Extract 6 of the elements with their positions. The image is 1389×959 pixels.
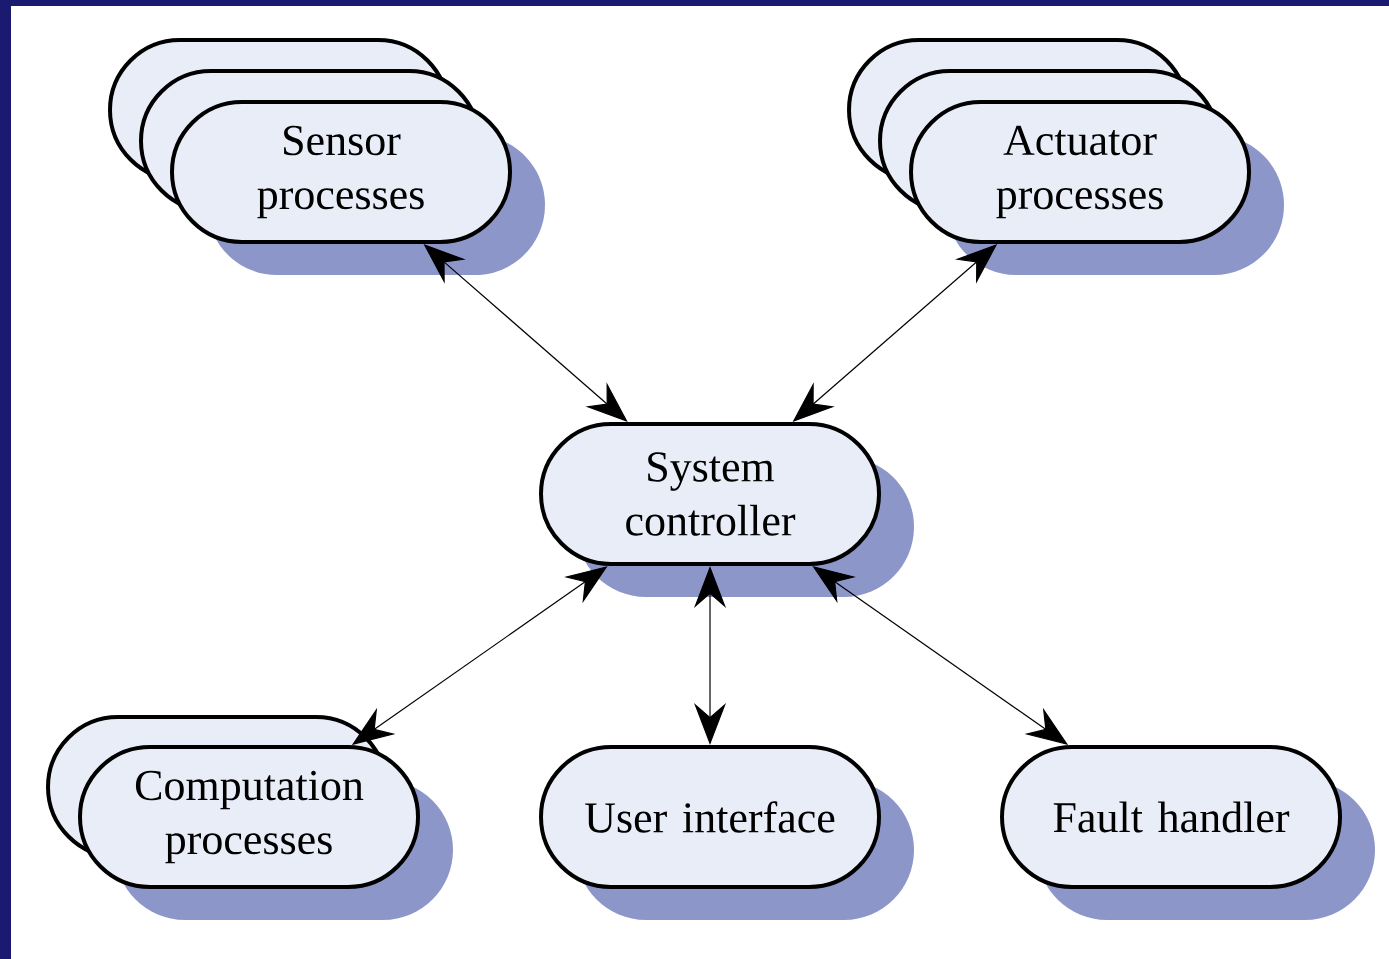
process-box: Actuator processes xyxy=(847,38,1284,275)
process-box: User interface xyxy=(539,745,914,920)
process-box: Sensor processes xyxy=(108,38,545,275)
process-box: Fault handler xyxy=(1000,745,1375,920)
process-box: Computation processes xyxy=(46,715,453,920)
process-box: System controller xyxy=(539,422,914,597)
